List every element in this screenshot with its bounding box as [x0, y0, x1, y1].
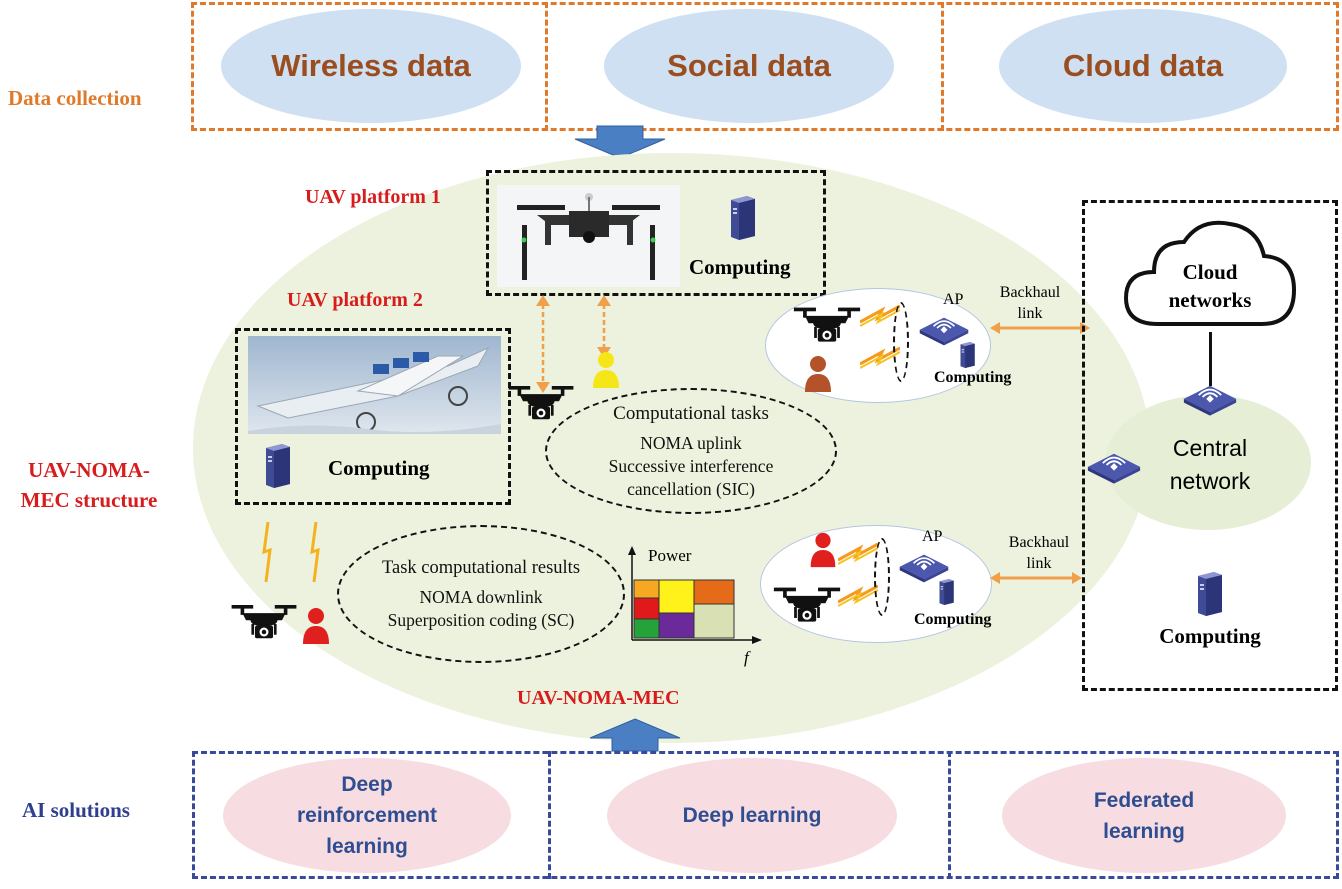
ap-computing-label: Computing: [914, 611, 992, 628]
backhaul-link-label: Backhaul link: [999, 284, 1061, 322]
deep-reinforcement-learning-ellipse: Deep reinforcement learning: [223, 758, 511, 873]
uav-noma-mec-label: UAV-NOMA-MEC: [517, 687, 680, 709]
server-icon: [262, 444, 292, 488]
access-point-icon: [1086, 446, 1142, 484]
divider: [941, 2, 944, 131]
ap-label: AP: [922, 528, 943, 545]
drone-icon: [228, 600, 300, 646]
drone-icon: [770, 583, 844, 629]
platform-1-computing-label: Computing: [689, 255, 791, 279]
cloud-computing-label: Computing: [1159, 624, 1261, 648]
cloud-network-box: [1082, 200, 1338, 691]
ap-computing-label: Computing: [934, 369, 1012, 386]
ai-solutions-label: AI solutions: [22, 798, 130, 822]
central-network-label: Central network: [1169, 435, 1251, 494]
deep-learning-ellipse: Deep learning: [607, 758, 897, 873]
frequency-axis-label: f: [744, 648, 749, 667]
uav-platform-1-label: UAV platform 1: [305, 186, 441, 208]
data-collection-label: Data collection: [8, 86, 142, 110]
uplink-tasks-ellipse: Computational tasks NOMA uplink Successi…: [545, 388, 837, 514]
downlink-results-ellipse: Task computational results NOMA downlink…: [337, 525, 625, 663]
server-icon: [937, 579, 955, 605]
divider: [948, 751, 951, 879]
uav-platform-1-box: [486, 170, 826, 296]
ap-cluster-upper: [765, 288, 991, 403]
social-data-ellipse: Social data: [604, 9, 894, 123]
wireless-signal-icon: [838, 580, 878, 610]
access-point-icon: [898, 547, 950, 583]
server-icon: [958, 342, 976, 368]
power-axis-label: Power: [648, 546, 692, 565]
wireless-signal-icon: [258, 513, 278, 591]
wireless-data-ellipse: Wireless data: [221, 9, 521, 123]
user-icon: [301, 606, 331, 646]
up-arrow-icon: [589, 718, 681, 752]
wireless-signal-icon: [306, 513, 326, 591]
platform-2-computing-label: Computing: [328, 456, 430, 480]
access-point-icon: [918, 310, 970, 346]
user-icon: [590, 350, 622, 390]
quadcopter-image: [497, 185, 680, 287]
cloud-data-ellipse: Cloud data: [999, 9, 1287, 123]
user-icon: [808, 531, 838, 569]
backhaul-link-label: Backhaul link: [1008, 534, 1070, 572]
server-icon: [727, 196, 757, 240]
cloud-connection-line: [1209, 332, 1212, 386]
fixed-wing-uav-image: [248, 336, 501, 434]
down-arrow-icon: [574, 125, 666, 159]
structure-side-label: UAV-NOMA- MEC structure: [20, 458, 158, 512]
backhaul-arrow-icon: [990, 322, 1090, 334]
divider: [548, 751, 551, 879]
ai-solutions-box: [192, 751, 1339, 879]
ap-label: AP: [943, 291, 964, 308]
data-collection-box: [191, 2, 1339, 131]
uav-platform-2-label: UAV platform 2: [287, 289, 423, 311]
federated-learning-ellipse: Federated learning: [1002, 758, 1286, 873]
central-network-ellipse: [1105, 395, 1311, 530]
receiver-antenna-ellipse: [874, 538, 890, 616]
server-icon: [1194, 566, 1224, 622]
backhaul-arrow-icon: [990, 572, 1082, 584]
user-icon: [802, 354, 834, 394]
divider: [545, 2, 548, 131]
cloud-networks-label: Cloud networks: [1168, 260, 1252, 312]
receiver-antenna-ellipse: [893, 302, 909, 382]
uav-platform-2-box: [235, 328, 511, 505]
wireless-signal-icon: [838, 538, 878, 568]
drone-icon: [790, 303, 864, 349]
access-point-icon: [1182, 378, 1238, 416]
power-frequency-chart: [628, 546, 762, 644]
cloud-icon: [1123, 220, 1297, 326]
